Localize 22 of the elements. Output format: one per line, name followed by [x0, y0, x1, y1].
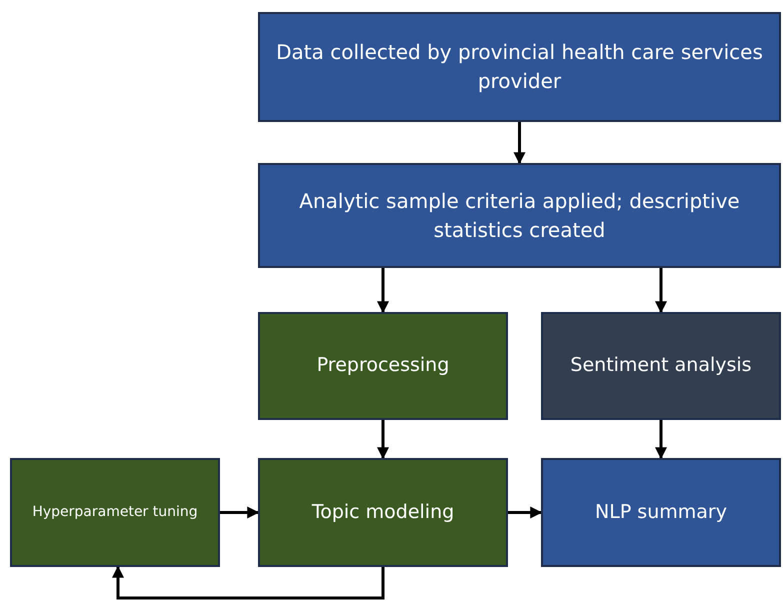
node-label: Preprocessing [316, 353, 450, 378]
arrow [508, 506, 542, 518]
process-box [258, 458, 508, 567]
process-box [258, 163, 781, 268]
node-label: Topic modeling [310, 500, 456, 525]
arrow [220, 506, 260, 518]
arrow [514, 122, 526, 164]
arrow [112, 566, 384, 600]
node-label: Data collected by provincial health care services provider [275, 39, 764, 95]
node-label: Analytic sample criteria applied; descriptive statistics created [298, 188, 741, 244]
process-box [258, 312, 508, 420]
node-label: Hyperparameter tuning [31, 503, 199, 522]
node-label: NLP summary [594, 500, 728, 525]
arrow [655, 420, 667, 460]
arrow [377, 420, 389, 460]
arrow [377, 268, 389, 314]
process-box [541, 458, 781, 567]
process-box [10, 458, 220, 567]
process-box [541, 312, 781, 420]
node-label: Sentiment analysis [569, 353, 753, 378]
process-box [258, 12, 781, 122]
arrow [655, 268, 667, 314]
